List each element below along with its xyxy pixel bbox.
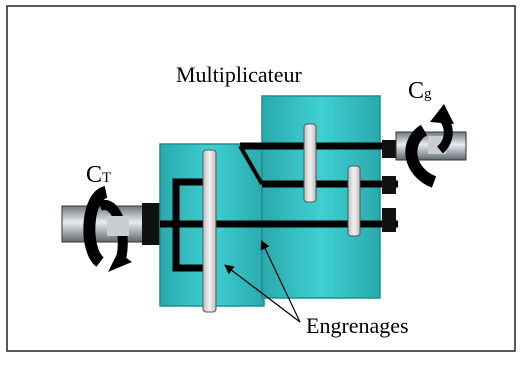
torque-right-sub: g: [424, 86, 432, 102]
torque-right-main: C: [408, 78, 424, 104]
housing-right: [261, 95, 381, 299]
torque-right-label: Cg: [408, 78, 432, 104]
gear-right: [347, 165, 361, 237]
torque-left-main: C: [86, 162, 102, 188]
internal-shafts: [160, 140, 400, 272]
gears: [202, 123, 361, 313]
input-torque-arrow: [83, 186, 132, 272]
title-label: Multiplicateur: [176, 62, 303, 87]
output-torque-arrow: [405, 104, 454, 188]
gears-label: Engrenages: [306, 313, 409, 338]
gears-pointer: [224, 239, 301, 323]
torque-left-label: CT: [86, 162, 111, 188]
gear-left: [202, 149, 217, 313]
gear-middle: [303, 123, 317, 203]
torque-left-sub: T: [102, 170, 111, 186]
